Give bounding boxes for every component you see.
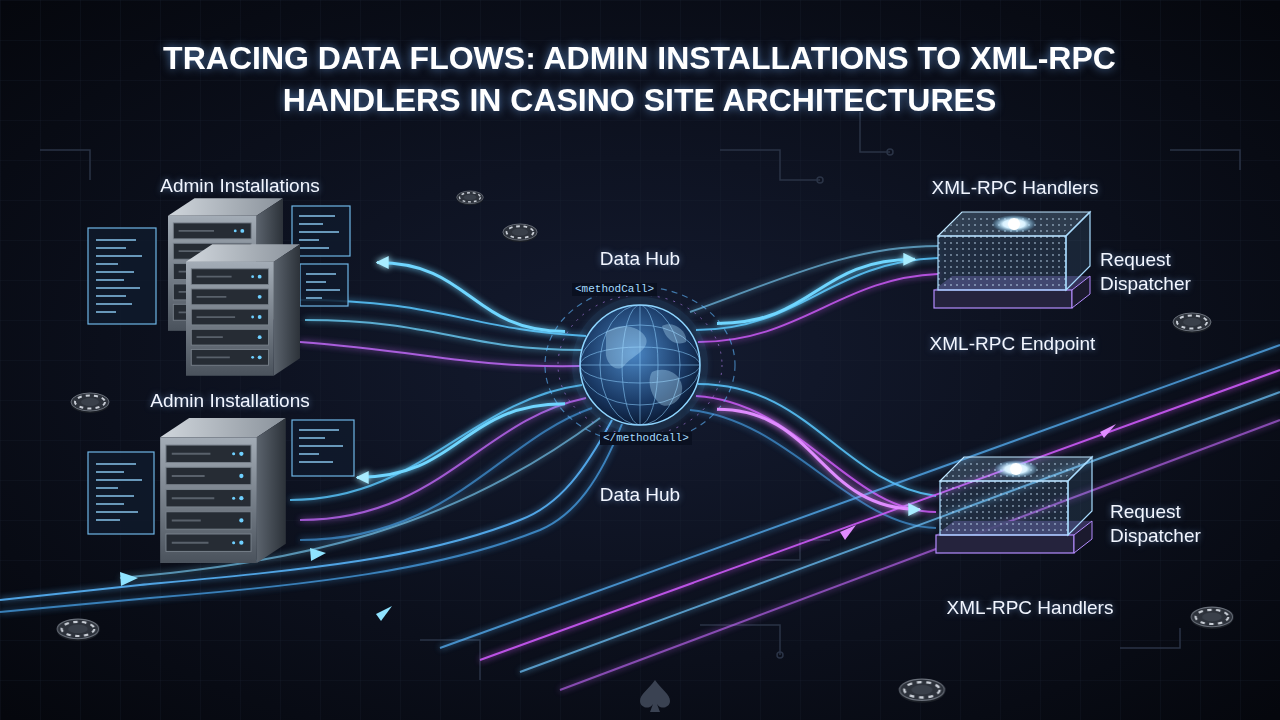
- data-flow-lines: [560, 420, 1280, 690]
- xml-rpc-handler-box: Request DispatcherXML-RPC Handlers: [920, 432, 1227, 626]
- circuit-trace: [1170, 150, 1240, 170]
- handler-box-illustration: [936, 457, 1092, 553]
- server-illustration: [186, 244, 300, 376]
- xml-rpc-handler-box: XML-RPC HandlersRequest DispatcherXML-RP…: [915, 170, 1220, 360]
- globe-illustration: [545, 287, 735, 443]
- flow-connector: [377, 263, 565, 332]
- circuit-trace: [760, 540, 830, 560]
- server-illustration: [292, 420, 354, 476]
- connector-group: [357, 259, 920, 509]
- circuit-trace: [860, 112, 890, 152]
- globe-illustration: [580, 305, 700, 425]
- code-tag-label: </methodCall>: [600, 432, 692, 445]
- flow-connector: [717, 409, 920, 509]
- globe-illustration: [580, 305, 700, 425]
- circuit-trace: [777, 652, 783, 658]
- circuit-trace: [887, 149, 893, 155]
- data-flow-lines: [698, 274, 938, 342]
- circuit-trace: [700, 625, 780, 655]
- handler-box-illustration: [934, 212, 1092, 553]
- data-flow-lines: [520, 392, 1280, 672]
- data-flow-lines: [690, 246, 938, 312]
- globe-illustration: [558, 295, 722, 435]
- flow-arrow-marker: [120, 572, 138, 586]
- poker-chip: [1191, 607, 1232, 629]
- diagram-title: TRACING DATA FLOWS: ADMIN INSTALLATIONS …: [152, 38, 1127, 121]
- node-label: Admin Installations: [105, 174, 375, 198]
- server-group: Admin Installations: [105, 385, 357, 570]
- node-label: Admin Installations: [105, 389, 355, 413]
- globe-illustration: [580, 305, 700, 425]
- poker-chip: [900, 679, 945, 703]
- server-group: Admin Installations: [105, 168, 377, 378]
- data-flow-lines: [696, 396, 936, 512]
- data-flow-lines: [698, 384, 936, 496]
- data-flow-lines: [696, 258, 938, 330]
- circuit-trace: [817, 177, 823, 183]
- circuit-trace: [1120, 628, 1180, 648]
- circuit-trace: [720, 150, 820, 180]
- node-label: XML-RPC Handlers: [930, 596, 1130, 620]
- flow-connector: [717, 259, 915, 323]
- spade-symbol: [640, 680, 670, 712]
- server-illustration: [300, 264, 348, 306]
- poker-chip: [57, 619, 98, 641]
- node-label: Request Dispatcher: [1100, 248, 1218, 296]
- globe-illustration: [545, 287, 735, 443]
- poker-chip: [71, 393, 109, 413]
- data-flow-lines: [690, 410, 936, 528]
- data-flow-lines: [290, 385, 582, 500]
- server-illustration: [160, 418, 286, 563]
- globe-illustration: [650, 370, 683, 406]
- circuit-trace: [40, 112, 1240, 680]
- node-label: Request Dispatcher: [1110, 500, 1225, 548]
- handler-box-illustration: [934, 212, 1090, 308]
- poker-chip: [1173, 313, 1211, 333]
- node-label: Data Hub: [565, 247, 715, 271]
- node-label: Data Hub: [565, 483, 715, 507]
- globe-illustration: [606, 326, 647, 368]
- globe-illustration: [606, 324, 686, 406]
- poker-chip: [457, 191, 484, 205]
- server-illustration: [88, 198, 354, 563]
- node-label: XML-RPC Endpoint: [915, 332, 1110, 356]
- flow-arrow-marker: [376, 606, 392, 621]
- circuit-trace: [420, 640, 480, 680]
- poker-chip: [503, 224, 537, 242]
- circuit-trace: [40, 150, 90, 180]
- poker-chip: [57, 191, 1232, 703]
- flow-connector: [357, 404, 565, 478]
- flow-arrow-marker: [310, 548, 326, 561]
- flow-arrow-marker: [1100, 424, 1116, 438]
- data-flow-lines: [300, 342, 580, 366]
- flow-arrow-marker: [840, 525, 856, 540]
- globe-illustration: [572, 297, 708, 433]
- server-illustration: [88, 228, 156, 324]
- code-tag-label: <methodCall>: [572, 283, 657, 296]
- node-label: XML-RPC Handlers: [915, 176, 1115, 200]
- globe-illustration: [662, 324, 686, 343]
- data-flow-lines: [440, 345, 1280, 648]
